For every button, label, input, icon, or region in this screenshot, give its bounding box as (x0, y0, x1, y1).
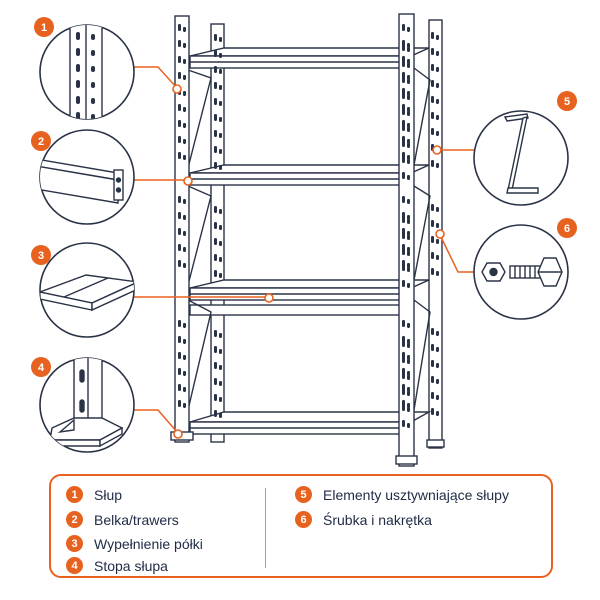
legend-item-2: 2 Belka/trawers (66, 511, 179, 528)
upright-post-closeup-icon (39, 24, 135, 120)
post-foot-closeup-icon (39, 357, 135, 453)
leader-dot-5 (432, 145, 442, 155)
svg-text:3: 3 (38, 250, 44, 262)
callout-badge-3: 3 (31, 245, 51, 265)
leader-dot-2 (183, 176, 193, 186)
leader-dot-1 (172, 84, 182, 94)
shelf-board-4 (189, 411, 432, 435)
leader-dot-4 (173, 429, 183, 439)
svg-text:2: 2 (38, 136, 44, 148)
shelf-board-closeup-icon (39, 242, 135, 338)
callout-badge-4: 4 (31, 357, 51, 377)
callout-badge-1: 1 (34, 17, 54, 37)
legend-item-1: 1 Słup (66, 486, 122, 503)
bolt-and-nut-closeup-icon (473, 224, 569, 320)
callout-badge-2: 2 (31, 131, 51, 151)
legend-item-5: 5 Elementy usztywniające słupy (295, 486, 509, 503)
middle-beam (189, 304, 412, 316)
legend-label-4: Stopa słupa (94, 557, 168, 574)
legend-item-6: 6 Śrubka i nakrętka (295, 511, 432, 528)
bracing-element-closeup-icon (473, 110, 569, 206)
post-perforations (178, 24, 439, 428)
legend-badge-3: 3 (66, 535, 83, 552)
callout-badge-6: 6 (557, 218, 577, 238)
callout-badge-5: 5 (557, 91, 577, 111)
legend-label-6: Śrubka i nakrętka (323, 511, 432, 528)
legend-divider (265, 488, 266, 568)
shelf-board-2 (189, 164, 430, 186)
legend-label-5: Elementy usztywniające słupy (323, 486, 509, 503)
shelf-beam-closeup-icon (39, 129, 135, 225)
legend-badge-1: 1 (66, 486, 83, 503)
left-side-bracing (187, 69, 212, 411)
shelf-board-1 (189, 47, 430, 69)
leader-dot-3 (264, 293, 274, 303)
svg-text:6: 6 (564, 223, 570, 235)
leader-line-1 (134, 66, 178, 89)
front-left-post (174, 15, 190, 443)
legend-label-2: Belka/trawers (94, 511, 179, 528)
legend-badge-2: 2 (66, 511, 83, 528)
legend-badge-5: 5 (295, 486, 312, 503)
leader-lines (134, 66, 474, 433)
legend-badge-6: 6 (295, 511, 312, 528)
legend-item-4: 4 Stopa słupa (66, 557, 168, 574)
front-right-post (398, 13, 415, 467)
leader-dot-6 (435, 229, 445, 239)
svg-text:4: 4 (38, 362, 45, 374)
svg-text:5: 5 (564, 96, 570, 108)
right-side-bracing (413, 67, 431, 411)
back-right-foot (426, 439, 445, 448)
front-right-foot (395, 455, 418, 465)
legend-box: 1 Słup 2 Belka/trawers 3 Wypełnienie pół… (49, 474, 553, 578)
back-left-post (210, 23, 225, 443)
svg-text:1: 1 (41, 22, 47, 34)
leader-dots (172, 84, 445, 439)
shelving-illustration: 1 2 3 4 5 6 (31, 13, 577, 467)
legend-badge-4: 4 (66, 557, 83, 574)
leader-line-6 (439, 234, 474, 273)
legend-label-1: Słup (94, 486, 123, 503)
legend-item-3: 3 Wypełnienie półki (66, 535, 203, 552)
legend-label-3: Wypełnienie półki (94, 535, 203, 552)
leader-line-4 (134, 409, 178, 433)
